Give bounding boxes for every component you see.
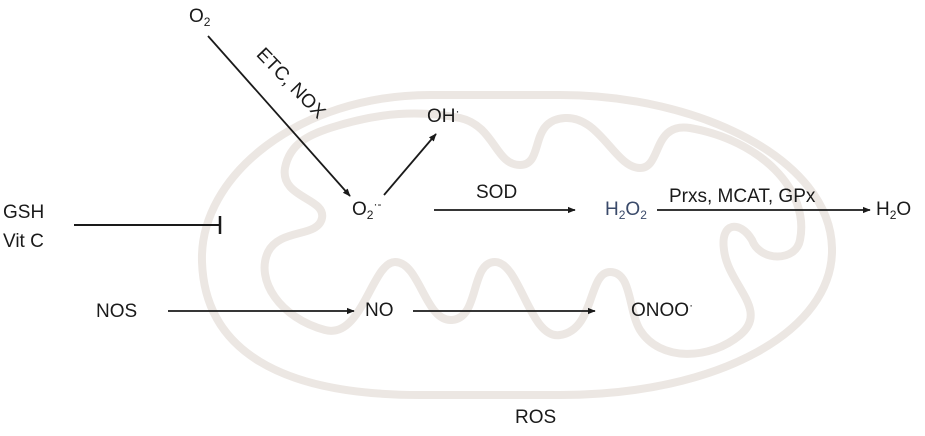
hydroxyl-radical-label: OH· [427,104,460,127]
mitochondrion-outer-membrane [197,91,837,399]
nos-label: NOS [96,301,138,322]
arrow-o2-to-superoxide [207,35,351,197]
arrow-superoxide-to-hydroxyl [383,133,437,196]
water-label: H2O [876,199,912,222]
peroxide-enzymes-label: Prxs, MCAT, GPx [669,186,816,207]
vit-c-label: Vit C [3,231,44,252]
gsh-label: GSH [3,202,45,223]
hydrogen-peroxide-label: H2O2 [605,199,647,222]
mitochondrion-inner-membrane [260,109,806,358]
o2-source-label: O2 [189,6,211,29]
nitric-oxide-label: NO [365,300,394,321]
superoxide-label: O2·- [352,197,382,222]
sod-label: SOD [476,182,518,203]
peroxynitrite-label: ONOO· [631,298,694,321]
ros-label: ROS [515,407,557,428]
